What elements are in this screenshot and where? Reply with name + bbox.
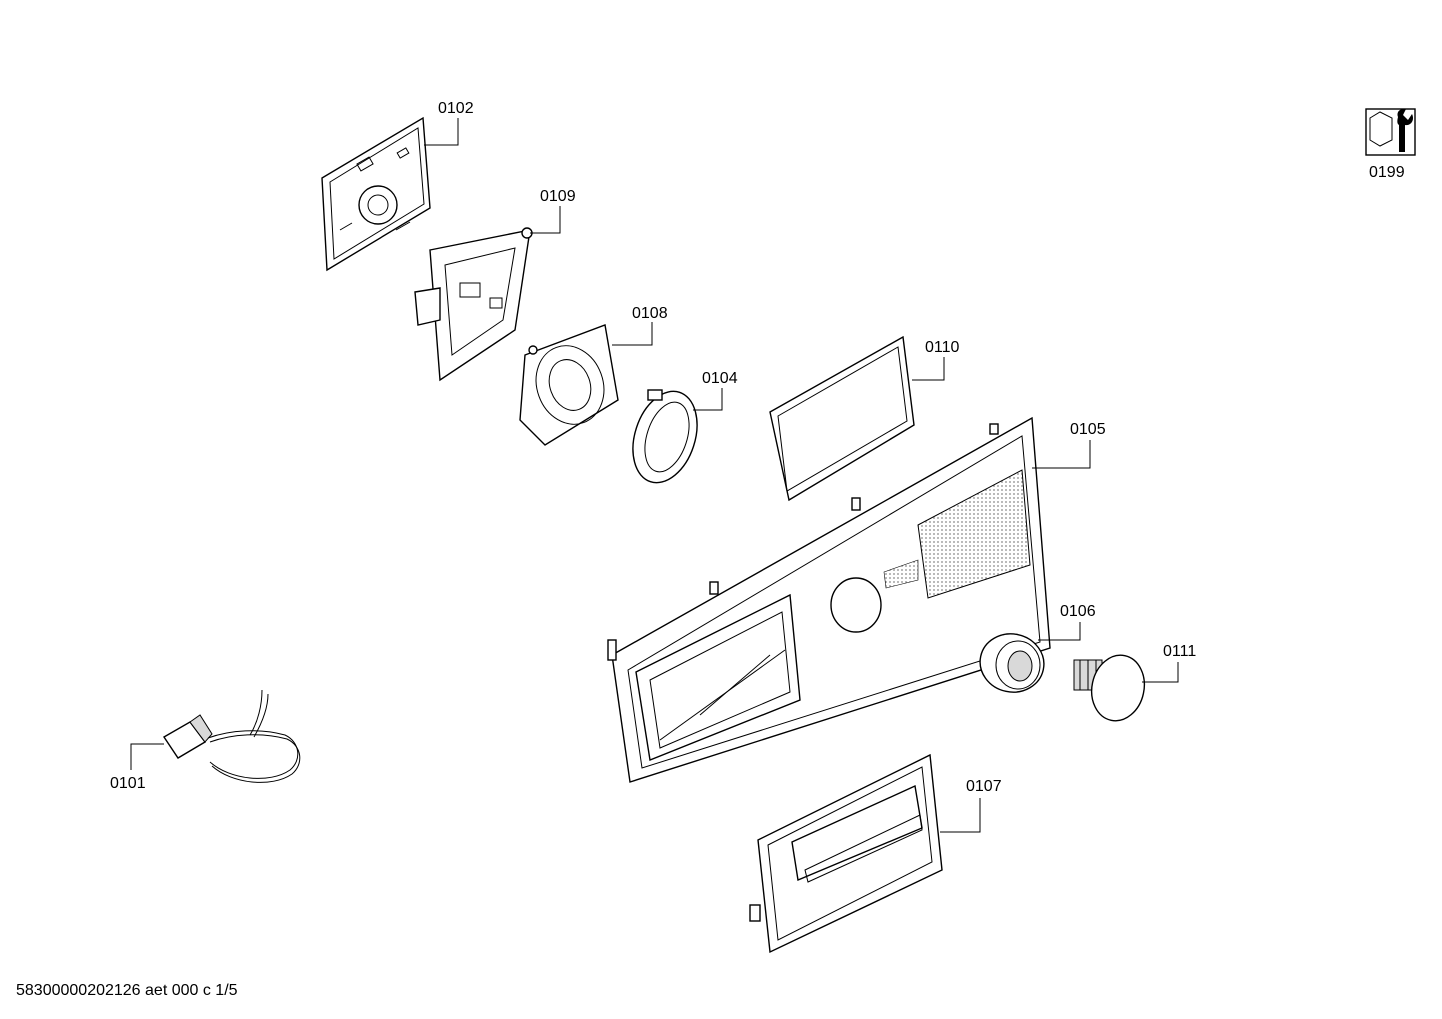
control-board-pcb[interactable] xyxy=(321,116,431,272)
selector-knob-cap[interactable] xyxy=(1073,650,1150,725)
leader-line-0104 xyxy=(693,388,723,411)
document-footer: 58300000202126 aet 000 c 1/5 xyxy=(16,982,238,999)
part-label-0107[interactable]: 0107 xyxy=(966,778,1002,795)
power-cord[interactable] xyxy=(163,689,301,783)
selector-holder[interactable] xyxy=(519,324,619,446)
part-label-0104[interactable]: 0104 xyxy=(702,370,738,387)
leader-line-0101 xyxy=(130,743,164,770)
leader-line-0109 xyxy=(530,206,561,234)
part-label-0108[interactable]: 0108 xyxy=(632,305,668,322)
leader-line-0107 xyxy=(940,798,981,833)
control-panel-fascia[interactable] xyxy=(607,416,1051,783)
dispenser-handle[interactable] xyxy=(749,753,943,954)
part-label-0101[interactable]: 0101 xyxy=(110,775,146,792)
part-label-0110[interactable]: 0110 xyxy=(925,339,960,356)
selector-knob-base[interactable] xyxy=(975,628,1050,698)
leader-line-0110 xyxy=(912,357,945,381)
part-label-0102[interactable]: 0102 xyxy=(438,100,474,117)
display-window[interactable] xyxy=(769,335,915,502)
leader-line-0102 xyxy=(424,118,459,146)
control-board-bracket[interactable] xyxy=(414,227,533,382)
wrench-icon[interactable] xyxy=(1365,108,1416,156)
leader-line-0108 xyxy=(612,322,653,346)
leader-line-0105 xyxy=(1032,440,1091,469)
part-label-0109[interactable]: 0109 xyxy=(540,188,576,205)
part-label-0199[interactable]: 0199 xyxy=(1369,164,1405,181)
part-label-0105[interactable]: 0105 xyxy=(1070,421,1106,438)
selector-ring[interactable] xyxy=(622,383,708,491)
leader-line-0106 xyxy=(1038,622,1081,641)
part-label-0111[interactable]: 0111 xyxy=(1163,643,1197,660)
part-label-0106[interactable]: 0106 xyxy=(1060,603,1096,620)
leader-line-0111 xyxy=(1142,662,1179,683)
